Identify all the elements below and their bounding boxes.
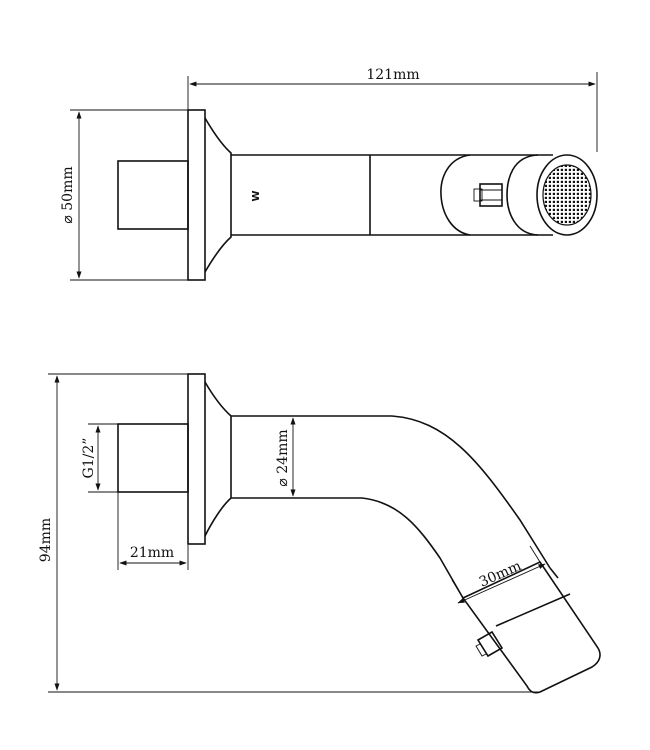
curved-spout [231,415,559,599]
side-sensor-pin [475,630,504,658]
threaded-connector [117,160,189,230]
aerator-end [440,154,598,236]
aerator-width-dimension: 30mm [451,545,546,604]
overall-height-label: 94mm [38,518,54,562]
flange-plate [187,109,206,281]
flange-diameter-label: ⌀ 50mm [60,166,76,223]
side-view: 94mm G1/2” 21mm [38,373,601,694]
top-view: 121mm ⌀ 50mm W [60,67,598,281]
flange-diameter-dimension: ⌀ 50mm [60,109,188,281]
side-threaded-connector [117,423,189,493]
spout-diameter-label: ⌀ 24mm [275,429,291,486]
spout-mark: W [251,190,262,201]
side-flange-plate [187,373,206,545]
sensor-pin [473,183,503,207]
spout-diameter-dimension: ⌀ 24mm [275,417,296,497]
overall-height-dimension: 94mm [38,373,540,693]
thread-label: G1/2” [81,438,97,479]
aerator-width-label: 30mm [477,558,524,591]
thread-length-dimension: 21mm [117,492,189,570]
spout-body: W [231,154,553,236]
thread-length-label: 21mm [130,545,174,561]
overall-length-dimension: 121mm [187,67,598,152]
aerator-head [461,560,601,694]
side-flange-collar [204,381,232,537]
aerator-mesh [542,164,592,226]
overall-length-label: 121mm [366,67,419,83]
thread-dimension: G1/2” [81,423,118,493]
flange-collar [204,117,232,273]
